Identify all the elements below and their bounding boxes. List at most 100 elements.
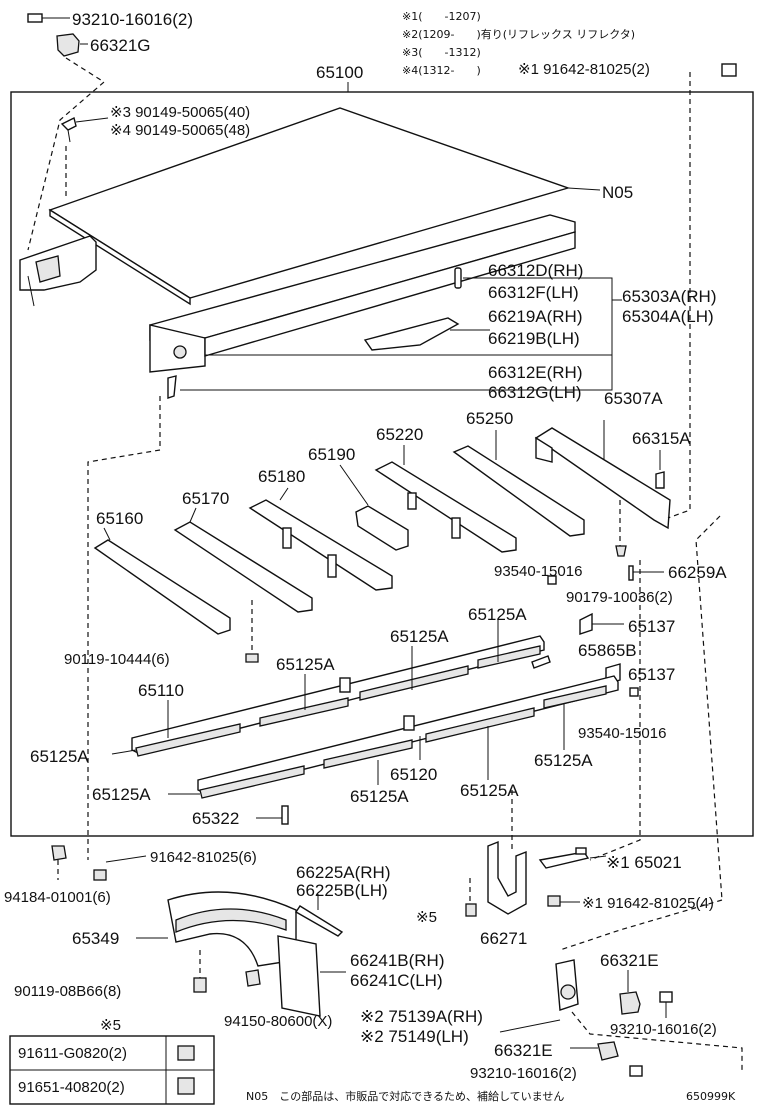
note-1: ※1( -1207)	[402, 10, 481, 23]
label-65250: 65250	[466, 409, 513, 428]
label-90149-40: ※3 90149-50065(40)	[110, 104, 250, 121]
label-66241C: 66241C(LH)	[350, 971, 443, 990]
dash-right-3	[589, 560, 641, 861]
pin-66312D	[454, 267, 462, 289]
label-65125A-2: 65125A	[276, 655, 335, 674]
bolt-icon-91651	[177, 1077, 195, 1095]
label-66225A: 66225A(RH)	[296, 863, 391, 882]
label-65021: ※1 65021	[606, 853, 682, 872]
label-65322: 65322	[192, 809, 239, 828]
label-star5: ※5	[416, 909, 437, 926]
pin-66315A	[655, 450, 665, 489]
label-65160: 65160	[96, 509, 143, 528]
label-65125A-1: 65125A	[468, 605, 527, 624]
label-65125A-3: 65125A	[390, 627, 449, 646]
guard-66271	[487, 840, 527, 915]
legend-title: ※5	[100, 1017, 121, 1034]
nut-94184	[51, 845, 67, 861]
flap-66241B	[277, 935, 346, 1017]
pin-66259A	[628, 565, 634, 581]
legend-row-2: 91651-40820(2)	[18, 1079, 125, 1096]
crossmember-65160	[93, 527, 231, 635]
dash-guide-left	[27, 57, 106, 251]
label-91642-4: ※1 91642-81025(4)	[582, 895, 714, 912]
bolt-91642-81025-6	[93, 855, 147, 881]
label-65125A-6: 65125A	[534, 751, 593, 770]
footer-code: 650999K	[686, 1090, 736, 1103]
label-91642-6: 91642-81025(6)	[150, 849, 257, 866]
bolt-91642-81025-4	[547, 895, 580, 907]
crossmember-65180	[248, 487, 393, 591]
dash-bottom-right	[571, 1011, 743, 1070]
label-66219A: 66219A(RH)	[488, 307, 583, 326]
label-66315A: 66315A	[632, 429, 691, 448]
label-66312E: 66312E(RH)	[488, 363, 583, 382]
label-93540-a: 93540-15016	[494, 563, 582, 580]
label-65180: 65180	[258, 467, 305, 486]
screw-90149	[60, 116, 109, 143]
label-66312D: 66312D(RH)	[488, 261, 583, 280]
side-rail-65303A	[149, 214, 576, 373]
note-4: ※4(1312- )	[402, 64, 481, 77]
label-65137-a: 65137	[628, 617, 675, 636]
label-65125A-5: 65125A	[92, 785, 151, 804]
bolt-65322	[256, 805, 289, 825]
bolt-93210-bot	[629, 1065, 643, 1077]
label-66219B: 66219B(LH)	[488, 329, 580, 348]
label-93210-bot: 93210-16016(2)	[470, 1065, 577, 1082]
block-66321E-a	[619, 970, 641, 1015]
label-94184: 94184-01001(6)	[4, 889, 111, 906]
label-65303A: 65303A(RH)	[622, 287, 717, 306]
leader-66312	[180, 277, 613, 391]
label-65865B: 65865B	[578, 641, 637, 660]
footer-note: N05 この部品は、市販品で対応できるため、補給していません	[246, 1089, 564, 1103]
label-65220: 65220	[376, 425, 423, 444]
label-65190: 65190	[308, 445, 355, 464]
label-93210-top: 93210-16016(2)	[72, 10, 193, 29]
label-66312G: 66312G(LH)	[488, 383, 582, 402]
crossmember-65250	[452, 430, 585, 537]
label-66321E-a: 66321E	[600, 951, 659, 970]
dash-right-1	[667, 72, 691, 519]
label-N05: N05	[602, 183, 633, 202]
grommet-90179	[615, 500, 627, 557]
bracket-66219A	[363, 317, 460, 351]
sill-65110	[131, 635, 545, 757]
label-65100: 65100	[316, 63, 363, 82]
floor-panel-N05	[48, 107, 601, 306]
legend-table	[9, 1035, 215, 1105]
dash-right-2	[695, 515, 723, 901]
label-66259A: 66259A	[668, 563, 727, 582]
bolt-icon-91611	[177, 1045, 195, 1061]
bracket-65021	[538, 847, 607, 869]
bolt-93540-b	[629, 687, 639, 697]
sill-65120	[197, 675, 619, 799]
label-66225B: 66225B(LH)	[296, 881, 388, 900]
label-91642-2: ※1 91642-81025(2)	[518, 61, 650, 78]
crossmember-65190	[339, 464, 409, 551]
nut-94150	[245, 969, 261, 987]
pin-66312E	[167, 375, 177, 399]
block-66321E-b	[570, 1041, 619, 1061]
mudguard-65349	[136, 891, 297, 967]
label-66241B: 66241B(RH)	[350, 951, 445, 970]
label-90119-10444: 90119-10444(6)	[64, 651, 170, 668]
label-75139A: ※2 75139A(RH)	[360, 1007, 483, 1026]
label-65170: 65170	[182, 489, 229, 508]
leader-65125A-4	[111, 749, 137, 755]
label-65125A-4: 65125A	[30, 747, 89, 766]
label-65304A: 65304A(LH)	[622, 307, 714, 326]
legend-row-1: 91611-G0820(2)	[18, 1045, 127, 1062]
crossmember-65307A	[534, 420, 671, 530]
label-66321G: 66321G	[90, 36, 151, 55]
label-94150: 94150-80600(X)	[224, 1013, 332, 1030]
label-66321E-b: 66321E	[494, 1041, 553, 1060]
label-90149-48: ※4 90149-50065(48)	[110, 122, 250, 139]
assembly-frame	[10, 91, 754, 837]
label-66312F: 66312F(LH)	[488, 283, 579, 302]
crossmember-65220	[374, 445, 517, 553]
reflector-75139A	[499, 959, 579, 1033]
bolt-91642-top-right	[721, 63, 737, 77]
label-66271: 66271	[480, 929, 527, 948]
